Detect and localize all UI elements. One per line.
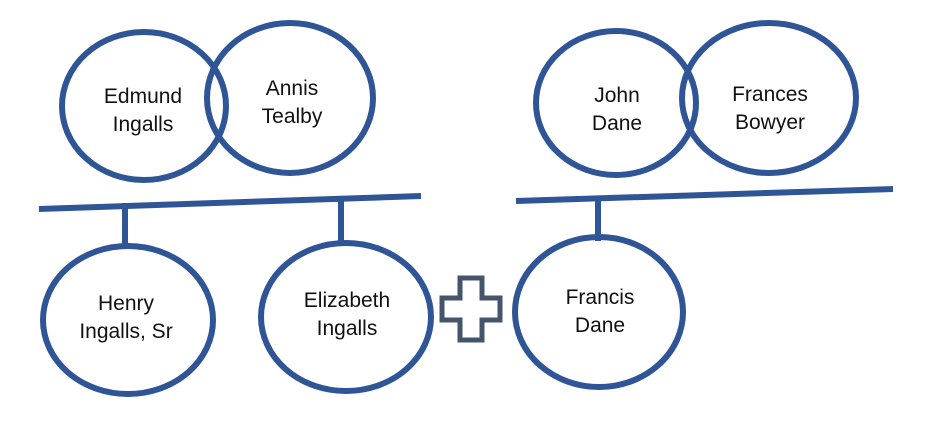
ellipse-frances-bowyer <box>679 20 859 176</box>
label-annis-tealby: Annis Tealby <box>261 77 323 128</box>
label-frances-bowyer: Frances Bowyer <box>732 83 808 134</box>
label-john-dane: John Dane <box>591 84 643 135</box>
ellipse-francis-dane <box>512 234 686 390</box>
ellipse-annis-tealby <box>204 20 376 176</box>
ellipse-john-dane <box>533 28 699 178</box>
ellipse-elizabeth-ingalls <box>258 240 434 394</box>
family-line-ingalls <box>38 193 422 212</box>
label-elizabeth-ingalls: Elizabeth Ingalls <box>303 289 391 340</box>
ellipse-henry-ingalls-sr <box>40 243 216 397</box>
label-edmund-ingalls: Edmund Ingalls <box>103 85 183 136</box>
label-francis-dane: Francis Dane <box>565 286 635 337</box>
label-henry-ingalls-sr: Henry Ingalls, Sr <box>79 292 173 343</box>
family-line-dane <box>515 186 894 204</box>
ellipse-edmund-ingalls <box>59 29 229 183</box>
marriage-cross-icon <box>439 275 503 343</box>
